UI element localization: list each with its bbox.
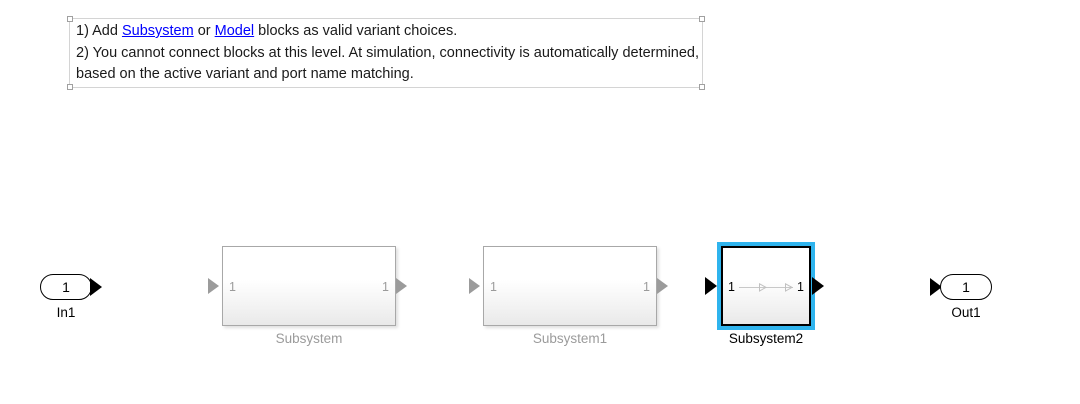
model-link[interactable]: Model — [214, 23, 255, 39]
block-subsystem2[interactable]: 1 1 — [721, 246, 811, 326]
block-subsystem1[interactable]: 1 1 — [483, 246, 657, 326]
inport-shape[interactable]: 1 — [40, 274, 92, 300]
block-label-subsystem2: Subsystem2 — [728, 331, 804, 346]
outport-port-number: 1 — [962, 279, 970, 295]
subsystem1-input-port-number: 1 — [490, 280, 497, 294]
subsystem2-input-port-number: 1 — [728, 280, 735, 294]
annotation-textbox[interactable]: 1) Add Subsystem or Model blocks as vali… — [67, 16, 705, 90]
output-port-arrow-icon — [90, 278, 102, 296]
subsystem-output-port-arrow-icon — [396, 278, 407, 294]
subsystem1-output-port-arrow-icon — [657, 278, 668, 294]
subsystem2-internal-arrow-end-icon — [785, 283, 793, 292]
subsystem2-input-port-arrow-icon — [705, 277, 717, 295]
annotation-line2: 2) You cannot connect blocks at this lev… — [76, 44, 700, 83]
resize-handle-bottom-right[interactable] — [699, 84, 705, 90]
resize-handle-top-left[interactable] — [67, 16, 73, 22]
annotation-line1-suffix: blocks as valid variant choices. — [254, 23, 458, 39]
block-in1[interactable]: 1 — [40, 274, 110, 300]
annotation-text: 1) Add Subsystem or Model blocks as vali… — [76, 21, 700, 86]
subsystem-link[interactable]: Subsystem — [121, 23, 194, 39]
block-label-subsystem: Subsystem — [275, 331, 343, 346]
block-label-subsystem1: Subsystem1 — [532, 331, 608, 346]
block-label-out1: Out1 — [951, 305, 981, 320]
inport-port-number: 1 — [62, 279, 70, 295]
subsystem2-internal-arrow-icon — [759, 283, 767, 292]
subsystem-input-port-number: 1 — [229, 280, 236, 294]
block-out1[interactable]: 1 — [930, 274, 1000, 300]
resize-handle-bottom-left[interactable] — [67, 84, 73, 90]
subsystem2-output-port-arrow-icon — [812, 277, 824, 295]
subsystem-output-port-number: 1 — [382, 280, 389, 294]
annotation-line1-middle: or — [193, 23, 215, 39]
input-port-arrow-icon — [930, 278, 942, 296]
resize-handle-top-right[interactable] — [699, 16, 705, 22]
annotation-line1-prefix: 1) Add — [76, 23, 122, 39]
block-label-in1: In1 — [56, 305, 76, 320]
subsystem2-output-port-number: 1 — [797, 280, 804, 294]
subsystem1-input-port-arrow-icon — [469, 278, 480, 294]
subsystem-input-port-arrow-icon — [208, 278, 219, 294]
block-subsystem[interactable]: 1 1 — [222, 246, 396, 326]
subsystem1-output-port-number: 1 — [643, 280, 650, 294]
outport-shape[interactable]: 1 — [940, 274, 992, 300]
